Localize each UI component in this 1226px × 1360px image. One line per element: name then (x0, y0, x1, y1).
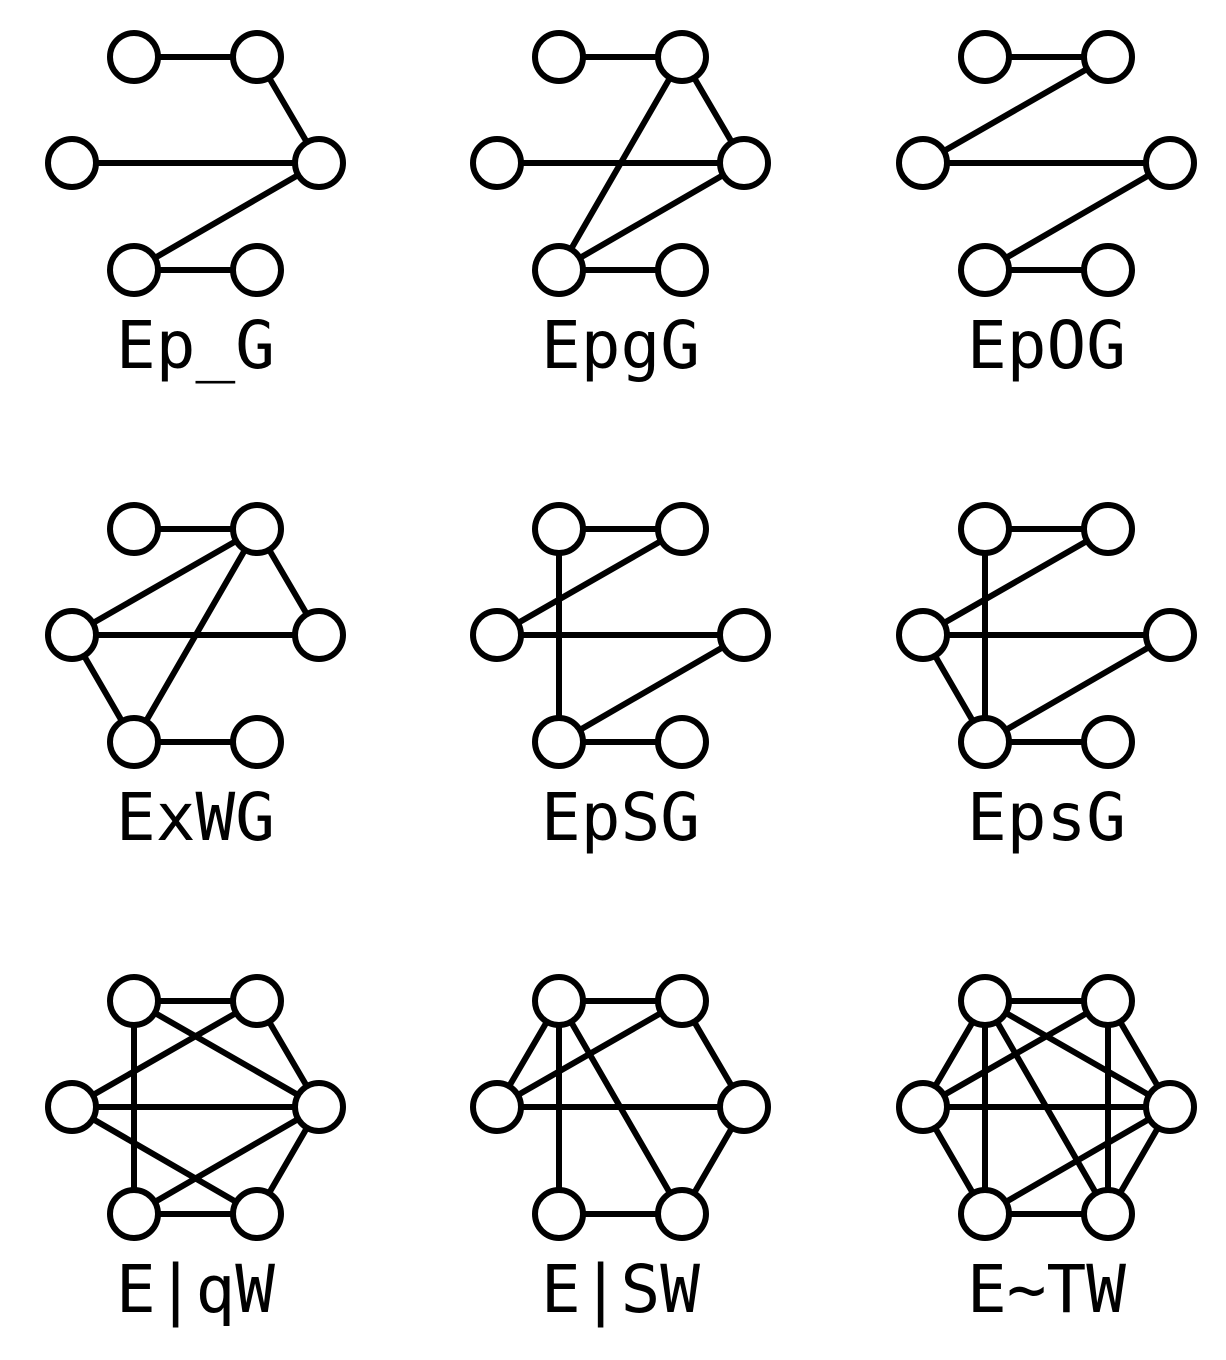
graph-vertex (292, 608, 346, 662)
graph-vertex (107, 974, 161, 1028)
graph-vertex (532, 502, 586, 556)
graph-panel: E|SW (470, 974, 771, 1328)
graph-edge (131, 998, 322, 1110)
graph-panel: Ep_G (45, 30, 346, 384)
graph-vertex (230, 30, 284, 84)
graph-edge (556, 632, 747, 745)
graph-vertex (655, 243, 709, 297)
graph-edge (920, 998, 1111, 1110)
graph-vertex (1143, 1080, 1197, 1134)
graph-panel: E~TW (896, 974, 1197, 1328)
graph-vertex (717, 1080, 771, 1134)
graph-edge (556, 160, 747, 273)
graph-vertex (958, 715, 1012, 769)
graph-panel: E|qW (45, 974, 346, 1328)
graph-vertex (230, 1187, 284, 1241)
graph-vertex (532, 974, 586, 1028)
graph-edge (982, 1104, 1173, 1217)
graph-vertex (1081, 243, 1135, 297)
graph-vertex (107, 1187, 161, 1241)
graph-edge (69, 526, 260, 638)
graph-vertex (958, 243, 1012, 297)
graph-edge (494, 526, 685, 638)
graph-vertex (655, 502, 709, 556)
graph-vertex (655, 715, 709, 769)
graph-vertex (1081, 715, 1135, 769)
graph-vertex (532, 30, 586, 84)
graph-vertex (1143, 136, 1197, 190)
graph-vertex (532, 1187, 586, 1241)
graph-vertex (958, 502, 1012, 556)
graph-label: E|qW (116, 1251, 275, 1328)
graph-vertex (470, 136, 524, 190)
graph-vertex (896, 136, 950, 190)
graph-label: EpSG (541, 779, 700, 856)
graph-label: Ep_G (116, 307, 275, 384)
graph-vertex (717, 136, 771, 190)
graph-panel: EpsG (896, 502, 1197, 856)
graph-vertex (45, 1080, 99, 1134)
graph-vertex (107, 502, 161, 556)
graph-edge (920, 54, 1111, 166)
graph-vertex (958, 974, 1012, 1028)
graph-label: ExWG (116, 779, 275, 856)
graph-vertex (230, 502, 284, 556)
graph-edge (982, 998, 1173, 1110)
graph-vertex (292, 1080, 346, 1134)
graph-panel: EpOG (896, 30, 1197, 384)
graph-vertex (655, 30, 709, 84)
graph-vertex (717, 608, 771, 662)
graph-label: E|SW (541, 1251, 700, 1328)
graph-vertex (292, 136, 346, 190)
graph-vertex (45, 608, 99, 662)
graph-vertex (107, 30, 161, 84)
graph-edge (920, 526, 1111, 638)
graph-vertex (958, 1187, 1012, 1241)
graph-vertex (107, 715, 161, 769)
graph-vertex (1081, 1187, 1135, 1241)
graph-vertex (230, 974, 284, 1028)
graph-vertex (107, 243, 161, 297)
graph-vertex (896, 1080, 950, 1134)
graph-panel: ExWG (45, 502, 346, 856)
graph-vertex (896, 608, 950, 662)
graph-vertex (1081, 30, 1135, 84)
graph-vertex (532, 243, 586, 297)
graph-vertex (1143, 608, 1197, 662)
graph-vertex (470, 1080, 524, 1134)
graph-label: E~TW (967, 1251, 1126, 1328)
graph-vertex (1081, 974, 1135, 1028)
graph-edge (69, 1104, 260, 1217)
graph-vertex (532, 715, 586, 769)
graph-vertex (655, 1187, 709, 1241)
graph-label: EpgG (541, 307, 700, 384)
graph-edge (982, 632, 1173, 745)
graph-edge (131, 160, 322, 273)
graph-vertex (45, 136, 99, 190)
graph-label: EpsG (967, 779, 1126, 856)
graph-vertex (230, 715, 284, 769)
graph-edge (69, 998, 260, 1110)
graph-label: EpOG (967, 307, 1126, 384)
graph-edge (131, 1104, 322, 1217)
graph-vertex (1081, 502, 1135, 556)
graph-edge (982, 160, 1173, 273)
graph-vertex (655, 974, 709, 1028)
graph-vertex (958, 30, 1012, 84)
graph-panel: EpgG (470, 30, 771, 384)
graph-vertex (470, 608, 524, 662)
graph-panel: EpSG (470, 502, 771, 856)
graph-edge (494, 998, 685, 1110)
graph-vertex (230, 243, 284, 297)
